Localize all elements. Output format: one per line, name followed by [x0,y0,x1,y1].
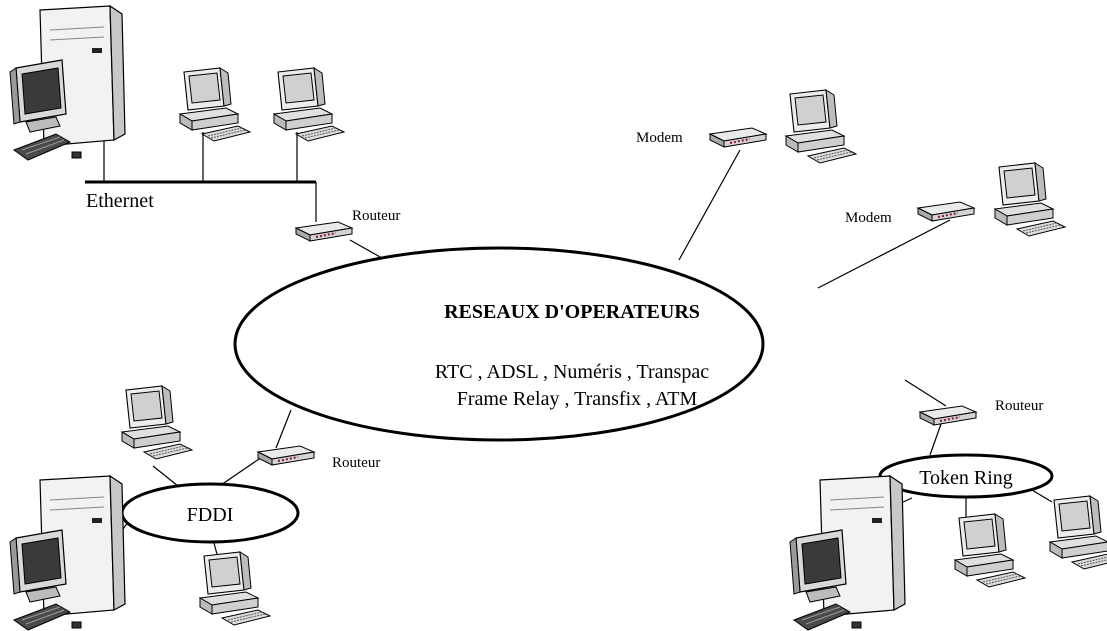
operator-network-protocols-line1: RTC , ADSL , Numéris , Transpac [435,361,709,383]
fddi-label: FDDI [187,504,234,526]
modem-right-label: Modem [845,210,892,226]
modem-icon [709,127,767,148]
router-icon [295,221,353,242]
operator-network-title: RESEAUX D'OPERATEURS [444,301,700,323]
workstation-icon [273,67,345,142]
router-right-label: Routeur [995,398,1043,414]
server-icon [9,5,126,161]
router-left-label: Routeur [332,455,380,471]
workstation-icon [954,513,1026,588]
workstation-icon [1049,495,1107,570]
modem-icon [917,201,975,222]
server-icon [9,475,126,631]
token-ring-label: Token Ring [919,467,1013,489]
workstation-icon [785,89,857,164]
workstation-icon [179,67,251,142]
workstation-icon [199,551,271,626]
ethernet-label: Ethernet [86,190,154,212]
server-icon [789,475,906,631]
router-top-label: Routeur [352,208,400,224]
workstation-icon [994,162,1066,237]
operator-network-ellipse [233,246,765,442]
router-icon [257,445,315,466]
workstation-icon [121,385,193,460]
modem-top-label: Modem [636,130,683,146]
operator-network-protocols-line2: Frame Relay , Transfix , ATM [457,388,698,410]
router-icon [919,405,977,426]
